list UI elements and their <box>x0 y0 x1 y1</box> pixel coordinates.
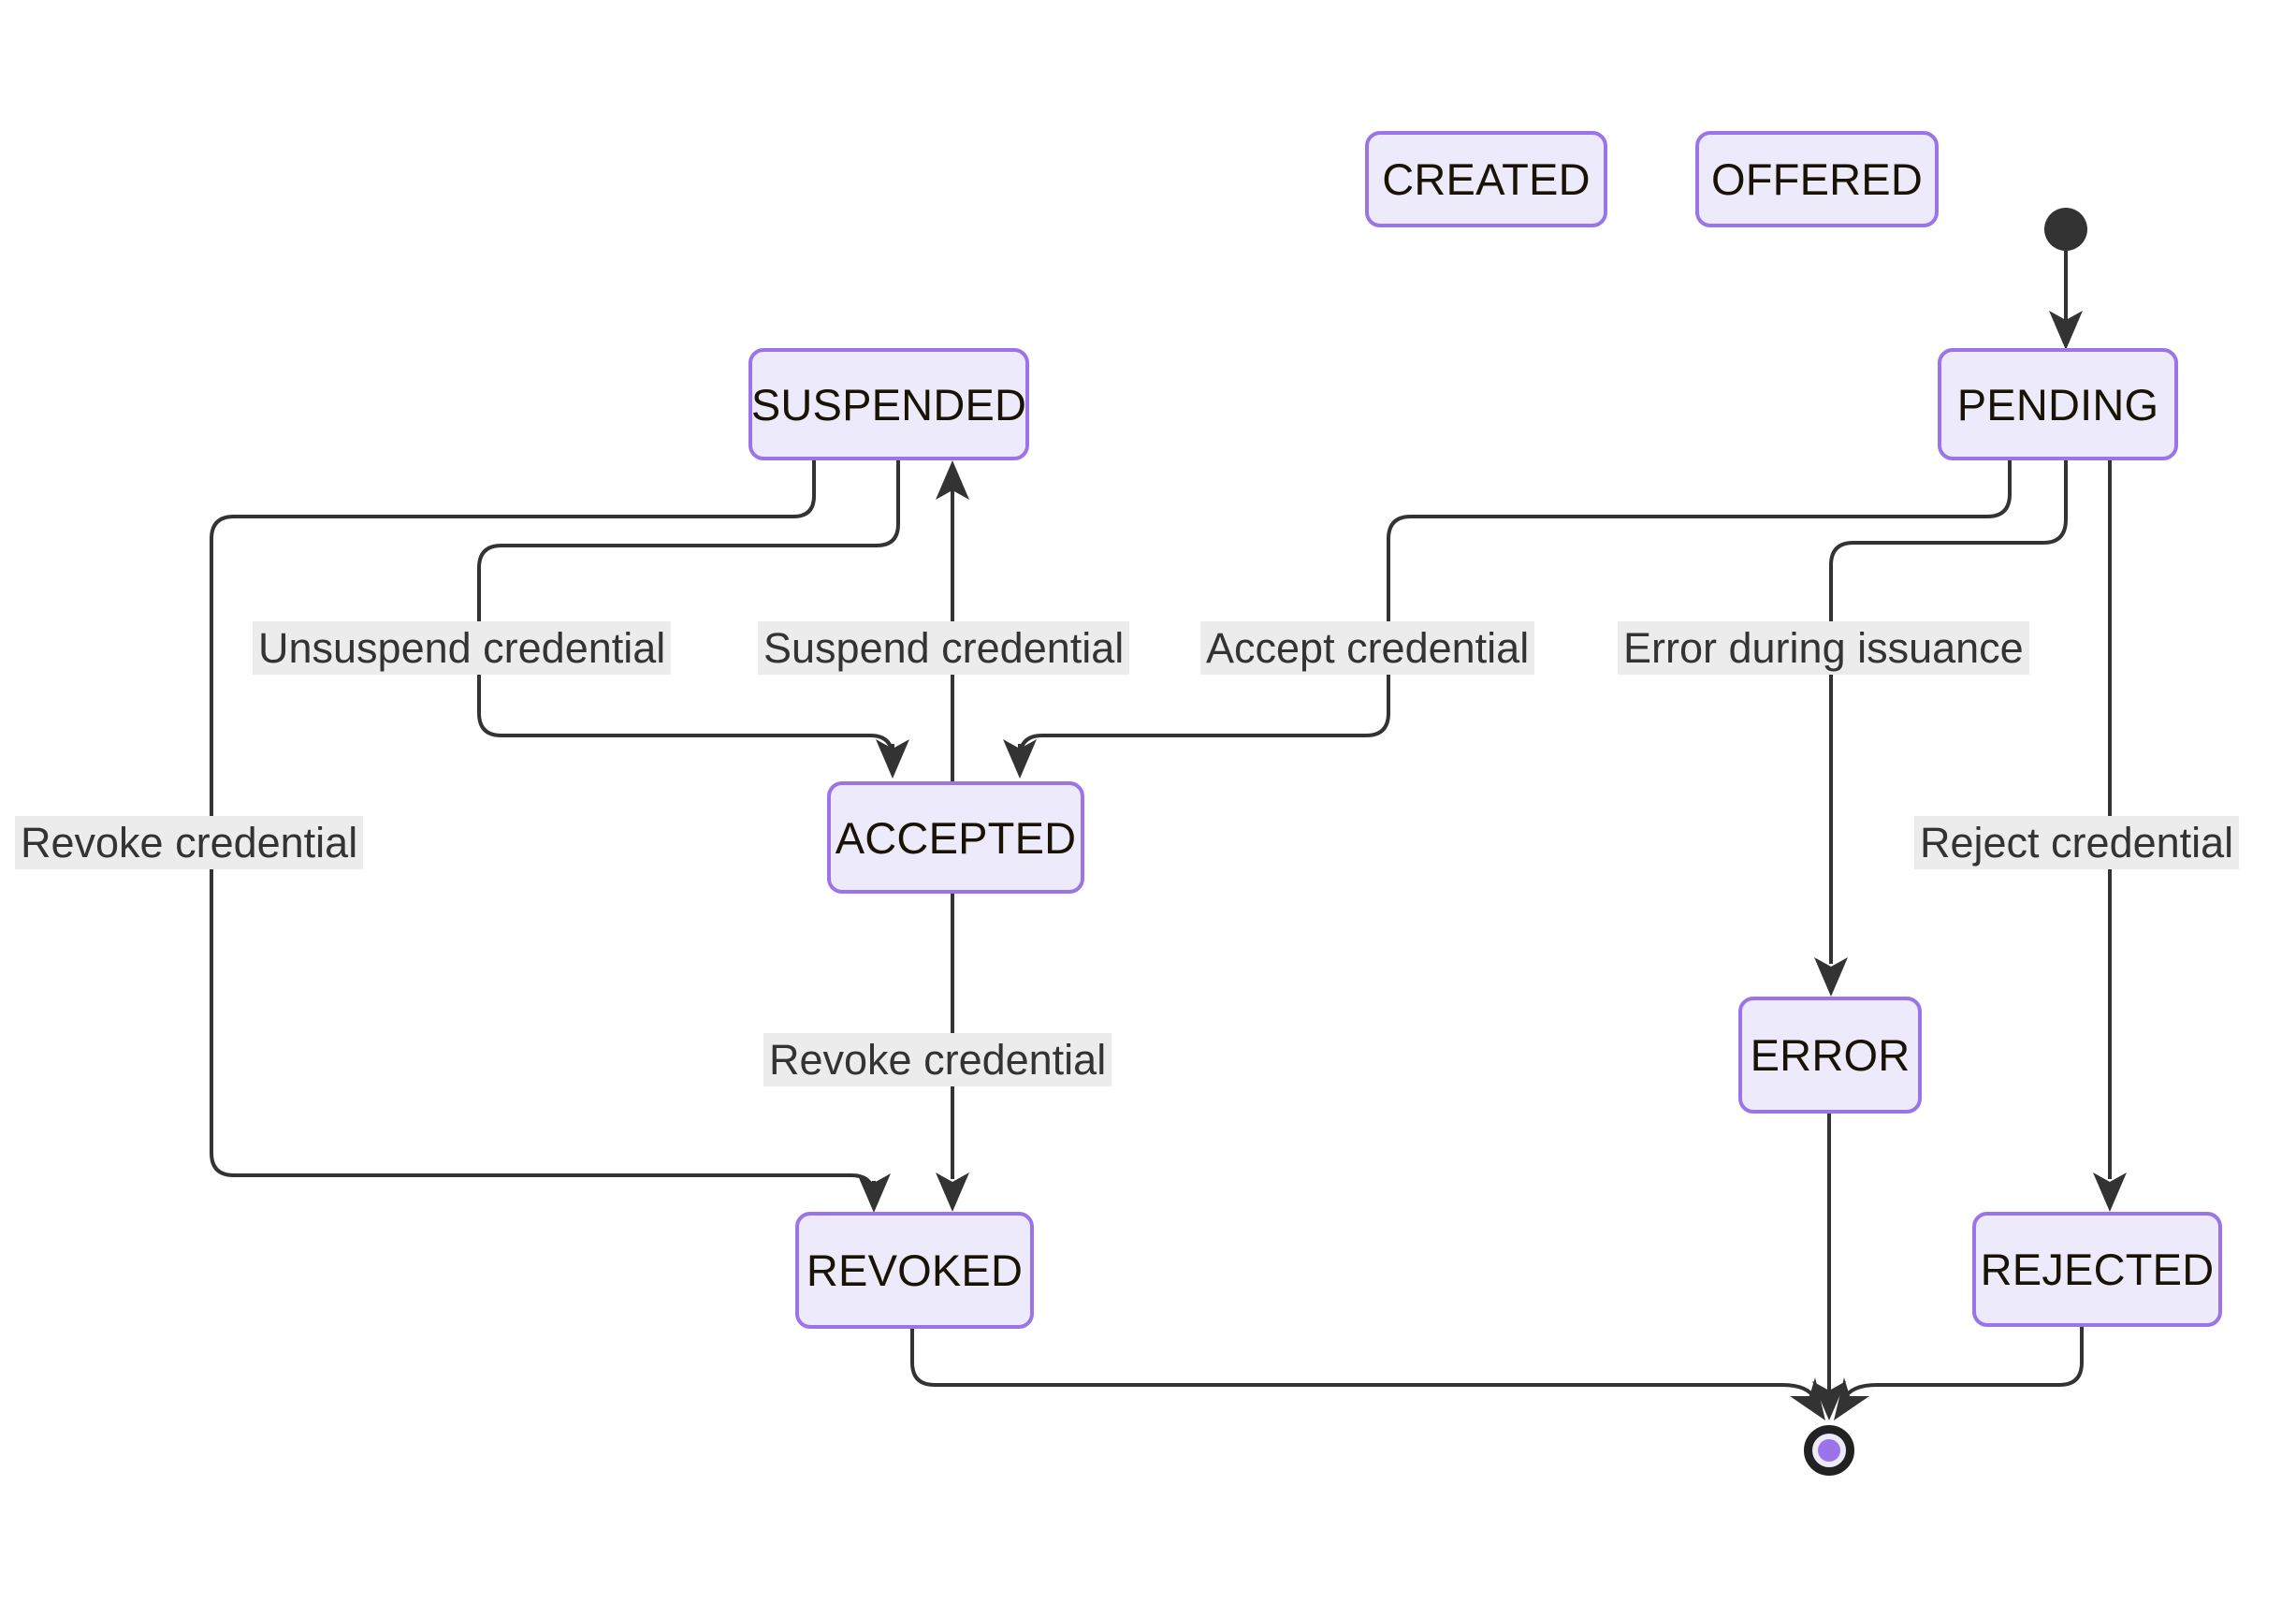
state-label-accepted: ACCEPTED <box>835 812 1077 863</box>
state-label-revoked: REVOKED <box>806 1245 1024 1295</box>
state-label-error: ERROR <box>1750 1030 1911 1080</box>
edge-label-error-during-issuance: Error during issuance <box>1618 621 2029 676</box>
final-state-marker <box>1804 1425 1854 1476</box>
state-node-suspended[interactable]: SUSPENDED <box>748 348 1029 460</box>
edge-label-accept-credential: Accept credential <box>1200 621 1535 676</box>
state-node-accepted[interactable]: ACCEPTED <box>827 781 1084 894</box>
state-label-pending: PENDING <box>1956 379 2159 430</box>
state-node-created[interactable]: CREATED <box>1365 131 1607 227</box>
edge-label-reject-credential: Reject credential <box>1914 816 2240 870</box>
edge-revoked-to-end <box>910 1329 1825 1420</box>
state-label-suspended: SUSPENDED <box>750 379 1027 430</box>
state-node-revoked[interactable]: REVOKED <box>795 1212 1034 1329</box>
initial-state-marker <box>2044 208 2087 251</box>
final-state-marker-inner <box>1818 1439 1840 1462</box>
edge-label-suspend-credential: Suspend credential <box>758 621 1130 676</box>
state-node-pending[interactable]: PENDING <box>1938 348 2178 460</box>
state-label-created: CREATED <box>1382 154 1591 204</box>
state-node-rejected[interactable]: REJECTED <box>1972 1212 2222 1327</box>
edge-label-revoke-credential-suspended: Revoke credential <box>15 816 364 870</box>
edge-pending-to-error <box>1814 460 2068 997</box>
edge-rejected-to-end <box>1834 1327 2084 1420</box>
edge-error-to-end <box>1812 1114 1846 1420</box>
edge-suspended-to-accepted <box>477 460 909 779</box>
state-label-rejected: REJECTED <box>1980 1245 2215 1294</box>
state-label-offered: OFFERED <box>1711 154 1923 204</box>
edge-pending-to-accepted <box>1003 460 2012 779</box>
state-node-error[interactable]: ERROR <box>1738 997 1922 1114</box>
edge-label-revoke-credential-accepted: Revoke credential <box>763 1033 1112 1087</box>
edge-label-unsuspend-credential: Unsuspend credential <box>253 621 672 676</box>
edge-start-to-pending <box>2049 251 2083 350</box>
state-node-offered[interactable]: OFFERED <box>1695 131 1939 227</box>
